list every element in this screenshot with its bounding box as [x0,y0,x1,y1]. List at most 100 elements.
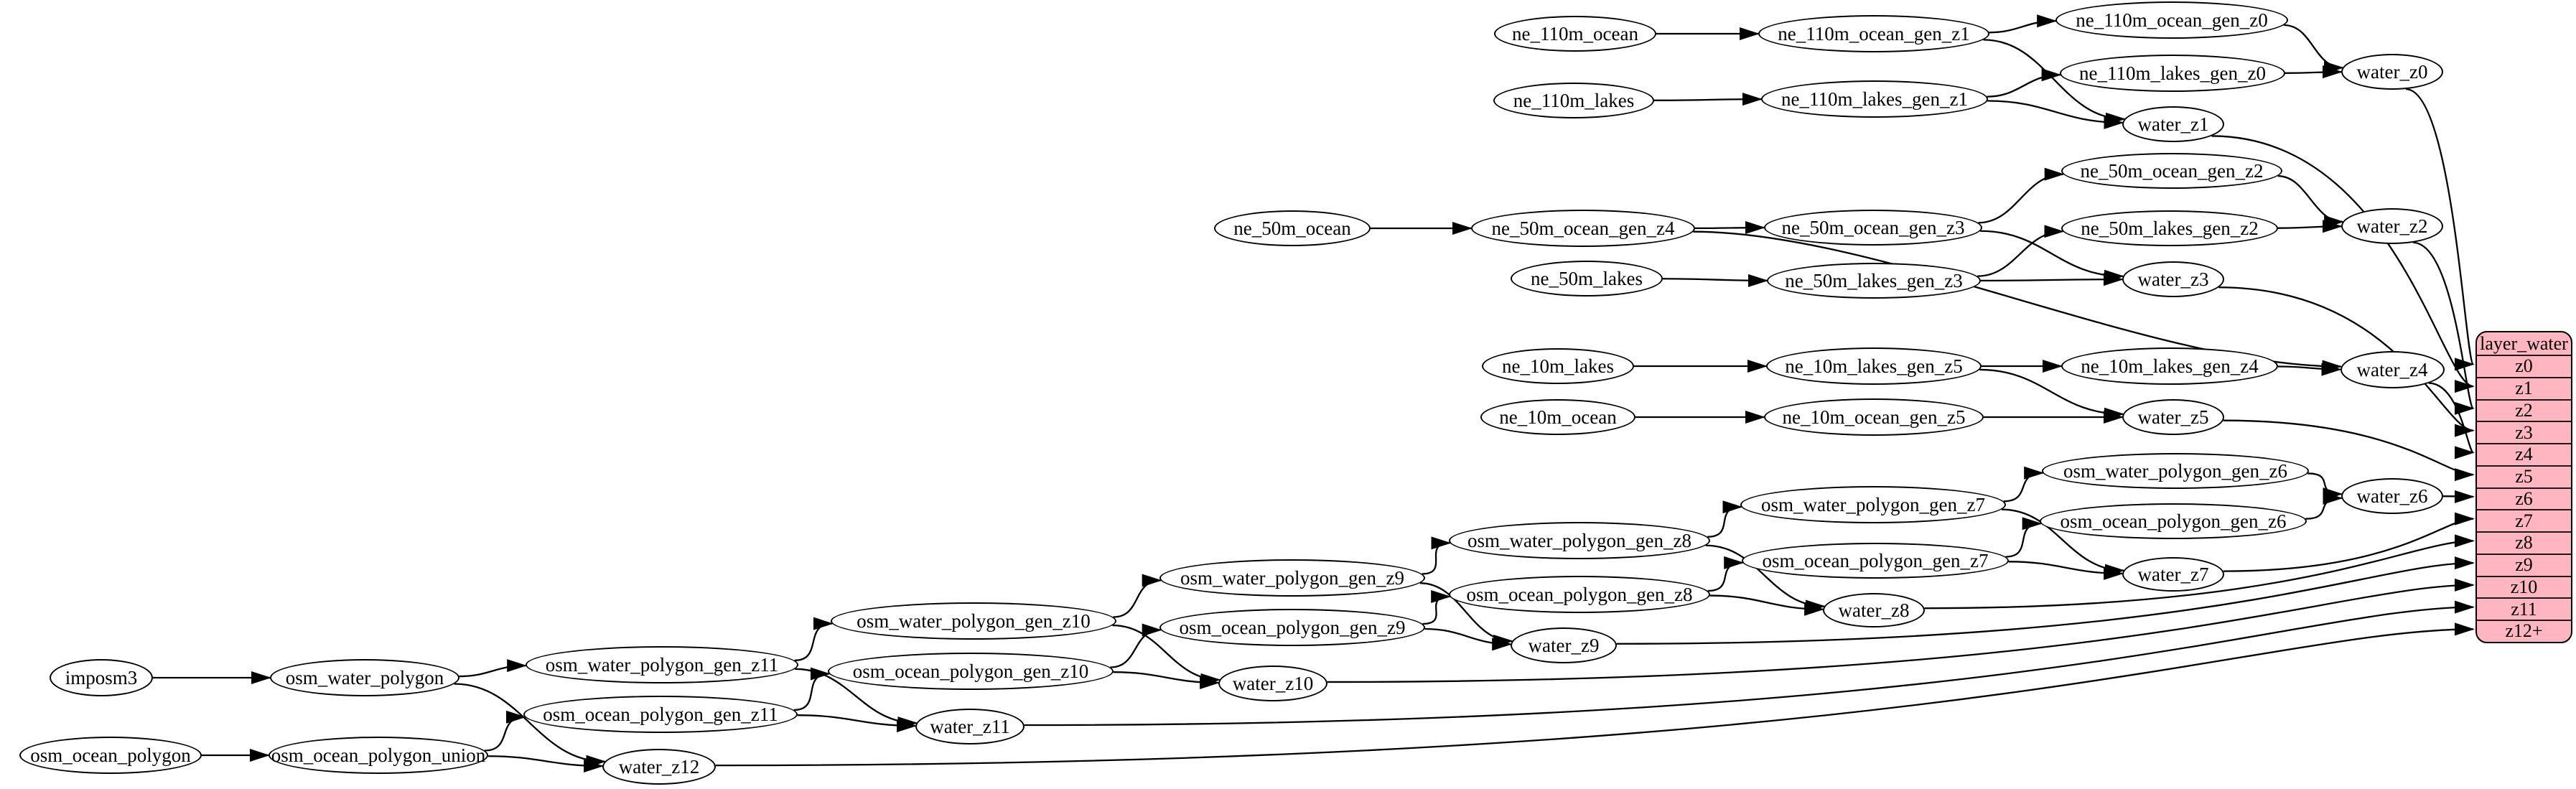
table-header: layer_water [2480,332,2568,354]
edge-water_z5-to-layer_water-z5 [2223,419,2475,482]
table-row-z6: z6 [2477,487,2571,510]
edge-osm_ocean_polygon_union-to-water_z12 [487,755,605,772]
node-water_z7: water_z7 [2122,557,2224,592]
node-water_z12: water_z12 [602,749,716,785]
node-osm_water_polygon_gen_z6: osm_water_polygon_gen_z6 [2042,453,2309,489]
node-osm_ocean_polygon_gen_z6: osm_ocean_polygon_gen_z6 [2040,503,2307,539]
edge-osm_water_polygon_gen_z9-to-osm_water_polygon_gen_z8 [1422,536,1452,575]
node-ne_10m_lakes_gen_z4: ne_10m_lakes_gen_z4 [2061,347,2278,385]
edge-osm_ocean_polygon_gen_z9-to-water_z9 [1424,627,1513,651]
node-ne_110m_ocean_gen_z1: ne_110m_ocean_gen_z1 [1758,15,1989,52]
node-ne_10m_lakes: ne_10m_lakes [1482,348,1634,384]
table-row-z8: z8 [2477,531,2571,554]
node-water_z8: water_z8 [1823,593,1925,627]
table-row-z3: z3 [2477,421,2571,443]
node-ne_110m_ocean: ne_110m_ocean [1494,16,1656,52]
node-osm_ocean_polygon_gen_z9: osm_ocean_polygon_gen_z9 [1159,609,1425,646]
edge-ne_50m_lakes_gen_z3-to-water_z3 [1980,273,2124,286]
table-row-z11: z11 [2477,597,2571,620]
edge-osm_ocean_polygon_gen_z10-to-water_z10 [1113,671,1221,689]
node-osm_water_polygon_gen_z7: osm_water_polygon_gen_z7 [1740,486,2006,523]
edge-osm_water_polygon-to-water_z12 [454,683,607,768]
edge-water_z2-to-layer_water-z2 [2412,241,2475,415]
table-row-z0: z0 [2477,355,2571,377]
node-osm_ocean_polygon_gen_z8: osm_ocean_polygon_gen_z8 [1449,576,1710,613]
edge-ne_110m_ocean_gen_z0-to-water_z0 [2284,24,2344,75]
table-row-z2: z2 [2477,398,2571,421]
edge-water_z6-to-layer_water-z6 [2442,490,2475,503]
edge-osm_ocean_polygon_gen_z11-to-water_z11 [797,714,918,733]
table-row-z4: z4 [2477,443,2571,465]
node-ne_50m_lakes: ne_50m_lakes [1511,261,1663,297]
node-ne_110m_ocean_gen_z0: ne_110m_ocean_gen_z0 [2055,1,2288,39]
edge-osm_ocean_polygon_union-to-osm_ocean_polygon_gen_z11 [485,710,526,752]
edge-osm_water_polygon-to-osm_water_polygon_gen_z11 [459,659,528,678]
edge-ne_110m_lakes_gen_z1-to-ne_110m_lakes_gen_z0 [1987,68,2062,98]
table-row-z5: z5 [2477,464,2571,487]
edge-ne_50m_ocean_gen_z3-to-ne_50m_ocean_gen_z2 [1978,167,2065,224]
table-row-z9: z9 [2477,553,2571,576]
edge-ne_110m_lakes_gen_z1-to-water_z1 [1987,100,2124,129]
node-ne_10m_ocean: ne_10m_ocean [1480,399,1635,435]
edge-osm_water_polygon_gen_z8-to-osm_water_polygon_gen_z7 [1707,500,1743,538]
node-osm_water_polygon_gen_z8: osm_water_polygon_gen_z8 [1449,522,1710,559]
table-row-z10: z10 [2477,575,2571,598]
node-water_z2: water_z2 [2341,208,2443,244]
node-water_z4: water_z4 [2340,351,2445,388]
edge-water_z7-to-layer_water-z7 [2223,512,2475,572]
node-ne_110m_lakes_gen_z1: ne_110m_lakes_gen_z1 [1761,80,1988,118]
edge-osm_ocean_polygon_gen_z9-to-osm_ocean_polygon_gen_z8 [1422,589,1452,625]
edge-ne_110m_ocean_gen_z1-to-ne_110m_ocean_gen_z0 [1989,14,2058,34]
node-ne_50m_ocean_gen_z3: ne_50m_ocean_gen_z3 [1764,210,1982,246]
edge-osm_ocean_polygon_gen_z7-to-water_z7 [2008,561,2124,580]
edge-ne_110m_lakes_gen_z0-to-water_z0 [2285,65,2343,79]
node-osm_water_polygon: osm_water_polygon [270,659,459,696]
edge-ne_50m_ocean_gen_z2-to-water_z2 [2277,174,2345,228]
edge-osm_water_polygon_gen_z10-to-osm_water_polygon_gen_z9 [1113,574,1162,618]
node-water_z0: water_z0 [2341,54,2443,90]
node-water_z3: water_z3 [2122,261,2224,297]
node-water_z1: water_z1 [2122,106,2224,142]
node-water_z11: water_z11 [915,709,1025,744]
edge-osm_water_polygon_gen_z11-to-osm_water_polygon_gen_z10 [794,617,834,662]
edge-ne_50m_lakes-to-ne_50m_lakes_gen_z3 [1662,274,1768,287]
node-ne_50m_ocean_gen_z2: ne_50m_ocean_gen_z2 [2061,153,2282,189]
edge-osm_ocean_polygon_gen_z8-to-osm_ocean_polygon_gen_z7 [1707,556,1745,592]
node-ne_50m_ocean_gen_z4: ne_50m_ocean_gen_z4 [1471,210,1695,247]
node-water_z6: water_z6 [2341,478,2443,514]
edge-osm_ocean_polygon_gen_z7-to-osm_ocean_polygon_gen_z6 [2005,517,2043,558]
table-row-z1: z1 [2477,376,2571,399]
edge-water_z4-to-layer_water-z4 [2428,382,2475,459]
node-osm_ocean_polygon_union: osm_ocean_polygon_union [269,737,488,774]
node-ne_10m_ocean_gen_z5: ne_10m_ocean_gen_z5 [1764,398,1984,436]
edge-osm_ocean_polygon_gen_z11-to-osm_ocean_polygon_gen_z10 [793,667,831,711]
node-osm_ocean_polygon_gen_z11: osm_ocean_polygon_gen_z11 [523,696,798,733]
node-water_z5: water_z5 [2122,399,2224,435]
edge-water_z8-to-layer_water-z8 [1924,534,2475,610]
node-ne_50m_ocean: ne_50m_ocean [1214,210,1371,246]
node-osm_ocean_polygon_gen_z10: osm_ocean_polygon_gen_z10 [828,653,1114,690]
edge-water_z9-to-layer_water-z9 [1616,556,2475,645]
edge-water_z11-to-layer_water-z11 [1024,600,2475,727]
table-row-z7: z7 [2477,509,2571,531]
edge-osm_ocean_polygon_gen_z8-to-water_z8 [1709,594,1825,616]
edge-water_z12-to-layer_water-z12+ [715,622,2475,767]
node-osm_ocean_polygon: osm_ocean_polygon [19,737,202,774]
node-ne_50m_lakes_gen_z2: ne_50m_lakes_gen_z2 [2061,210,2278,246]
node-water_z9: water_z9 [1511,627,1617,663]
node-ne_110m_lakes_gen_z0: ne_110m_lakes_gen_z0 [2060,55,2285,92]
node-ne_10m_lakes_gen_z5: ne_10m_lakes_gen_z5 [1766,347,1982,385]
table-row-z12+: z12+ [2477,620,2571,642]
edge-ne_10m_lakes_gen_z4-to-water_z4 [2277,363,2342,376]
node-osm_ocean_polygon_gen_z7: osm_ocean_polygon_gen_z7 [1742,543,2009,579]
edge-ne_110m_lakes-to-ne_110m_lakes_gen_z1 [1653,93,1763,106]
node-osm_water_polygon_gen_z11: osm_water_polygon_gen_z11 [526,646,798,683]
edge-water_z0-to-layer_water-z0 [2405,88,2475,370]
edge-osm_ocean_polygon_gen_z10-to-osm_ocean_polygon_gen_z9 [1110,623,1162,668]
node-osm_water_polygon_gen_z10: osm_water_polygon_gen_z10 [831,602,1116,640]
node-water_z10: water_z10 [1218,666,1327,701]
edge-ne_50m_ocean_gen_z3-to-water_z3 [1980,230,2125,283]
edge-osm_ocean_polygon_gen_z6-to-water_z6 [2305,491,2343,520]
edge-ne_10m_lakes_gen_z5-to-water_z5 [1979,368,2125,421]
